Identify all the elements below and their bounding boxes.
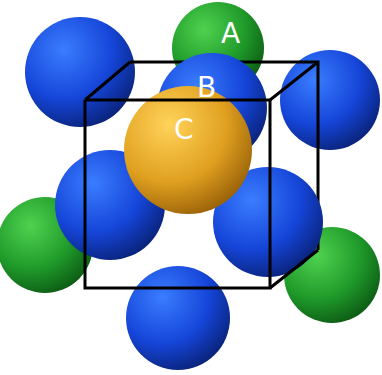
c-sphere [124, 86, 252, 214]
b-sphere [126, 266, 230, 370]
cell-edge [85, 62, 130, 100]
cell-edge [270, 250, 318, 288]
atom-label: C [174, 116, 194, 144]
cell-edge [85, 100, 270, 288]
cell-edge [270, 62, 318, 100]
atom-label: A [221, 20, 240, 48]
atom-label: B [197, 74, 216, 102]
b-sphere [25, 17, 135, 127]
b-sphere [280, 50, 380, 150]
